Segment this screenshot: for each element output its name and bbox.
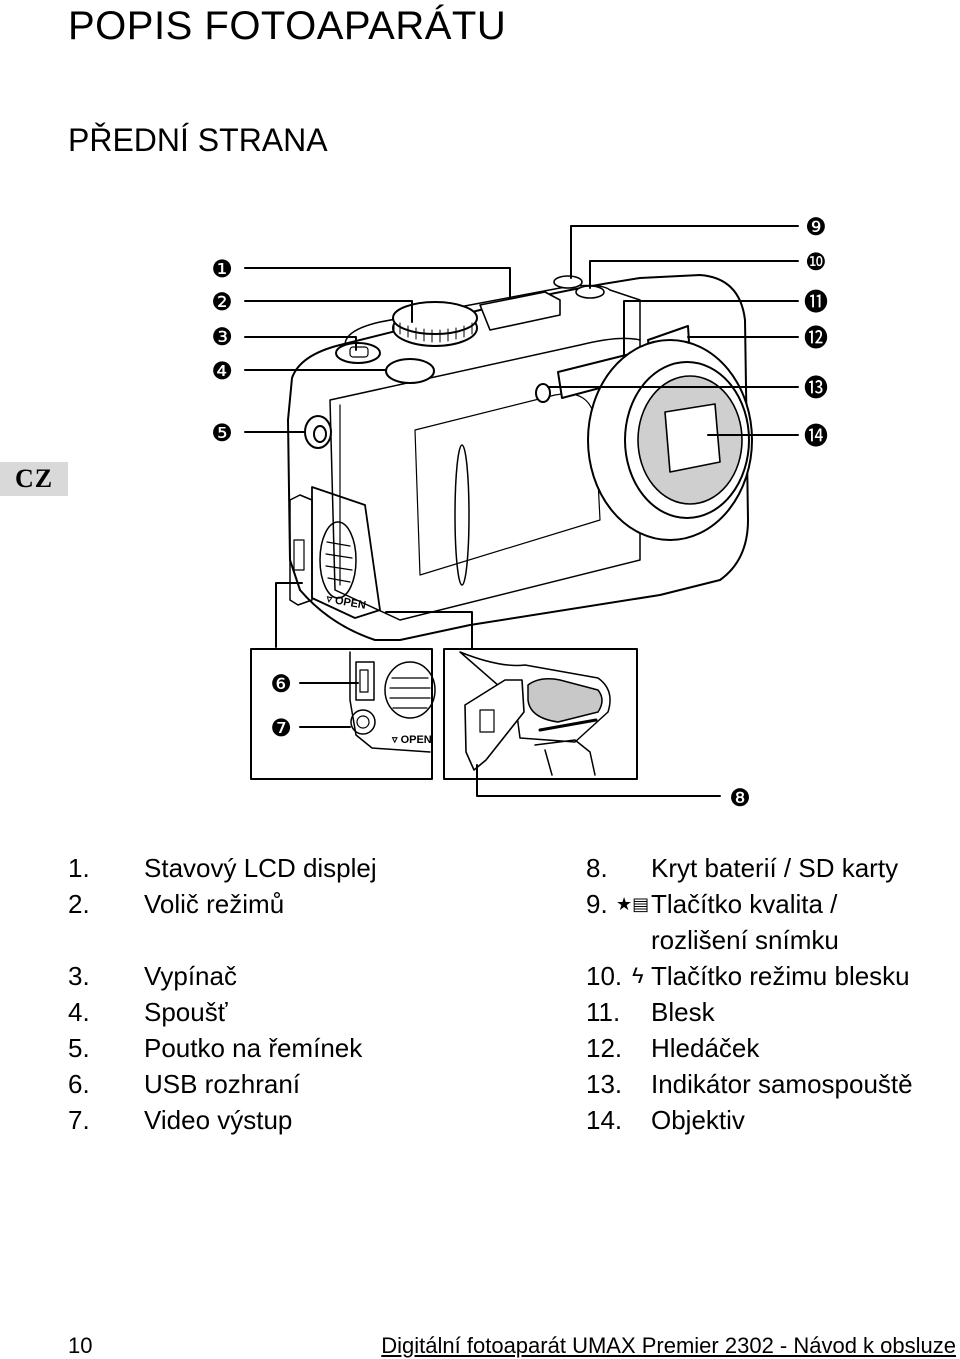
legend-num: 11. xyxy=(586,997,621,1027)
open-label-inset: ▿ OPEN xyxy=(391,734,432,746)
camera-face xyxy=(329,337,641,621)
self-timer-led xyxy=(535,383,551,403)
flash-icon: ϟ xyxy=(632,963,644,988)
legend-text: Stavový LCD displej xyxy=(144,853,377,883)
legend-text: Tlačítko kvalita / xyxy=(651,889,838,919)
callout-11: ⓫ xyxy=(804,288,828,316)
callout-10: ❿ xyxy=(805,248,827,276)
legend-text: Blesk xyxy=(651,997,715,1027)
footer-title: Digitální fotoaparát UMAX Premier 2302 -… xyxy=(381,1333,956,1358)
legend-num: 6. xyxy=(68,1069,90,1099)
legend-text: Volič režimů xyxy=(144,889,285,919)
legend-num: 9. xyxy=(586,889,608,919)
callout-13: ⓭ xyxy=(804,374,828,402)
callout-line-10 xyxy=(589,260,799,289)
legend-num: 8. xyxy=(586,853,608,883)
callout-line-3 xyxy=(244,336,357,351)
callout-14: ⓮ xyxy=(804,422,828,450)
legend-num: 12. xyxy=(586,1033,623,1063)
page-title: POPIS FOTOAPARÁTU xyxy=(68,4,507,48)
callout-4: ❹ xyxy=(211,357,233,385)
strap-loop xyxy=(304,415,332,449)
inset-ports xyxy=(250,648,433,780)
callout-line-8 xyxy=(476,764,721,797)
legend-num: 14. xyxy=(586,1105,623,1135)
legend-text: Indikátor samospouště xyxy=(651,1069,913,1099)
legend-text: Poutko na řemínek xyxy=(144,1033,363,1063)
callout-12: ⓬ xyxy=(804,324,828,352)
callout-line-8-leader xyxy=(385,611,473,649)
callout-5: ❺ xyxy=(211,419,233,447)
legend-num: 4. xyxy=(68,997,90,1027)
callout-2: ❷ xyxy=(211,288,233,316)
camera-diagram: ▿ OPEN xyxy=(211,213,828,812)
battery-compartment xyxy=(527,678,603,723)
callout-line-6-7-leader xyxy=(275,582,303,648)
legend-text: Video výstup xyxy=(144,1105,293,1135)
legend-text: rozlišení snímku xyxy=(651,925,839,955)
legend-num: 3. xyxy=(68,961,90,991)
language-tab: CZ xyxy=(0,462,68,496)
callout-3: ❸ xyxy=(211,323,233,351)
quality-resolution-icon: ★▤ xyxy=(616,894,650,914)
callout-line-9 xyxy=(570,225,799,279)
legend-text: Objektiv xyxy=(651,1105,745,1135)
callout-7: ❼ xyxy=(270,714,292,742)
callout-line-11 xyxy=(623,300,799,356)
legend-text: Kryt baterií / SD karty xyxy=(651,853,899,883)
legend-num: 2. xyxy=(68,889,90,919)
quality-button xyxy=(553,275,583,289)
legend-num: 10. xyxy=(586,961,623,991)
legend-num: 13. xyxy=(586,1069,623,1099)
lens-glass xyxy=(664,403,721,473)
callout-line-2 xyxy=(244,300,413,323)
legend-text: Vypínač xyxy=(144,961,237,991)
status-lcd xyxy=(479,291,561,331)
shutter-button xyxy=(385,358,435,384)
section-title: PŘEDNÍ STRANA xyxy=(68,122,328,158)
legend-num: 1. xyxy=(68,853,90,883)
callout-1: ❶ xyxy=(211,255,233,283)
legend-text: Spoušť xyxy=(144,997,228,1027)
legend-num: 7. xyxy=(68,1105,90,1135)
callout-6: ❻ xyxy=(270,670,292,698)
page-number: 10 xyxy=(68,1333,93,1358)
callout-9: ❾ xyxy=(805,213,827,241)
legend-num: 5. xyxy=(68,1033,90,1063)
callout-line-1 xyxy=(244,267,511,299)
callout-8: ❽ xyxy=(729,784,751,812)
legend-text: USB rozhraní xyxy=(144,1069,301,1099)
legend-text: Tlačítko režimu blesku xyxy=(651,961,910,991)
legend-text: Hledáček xyxy=(651,1033,760,1063)
